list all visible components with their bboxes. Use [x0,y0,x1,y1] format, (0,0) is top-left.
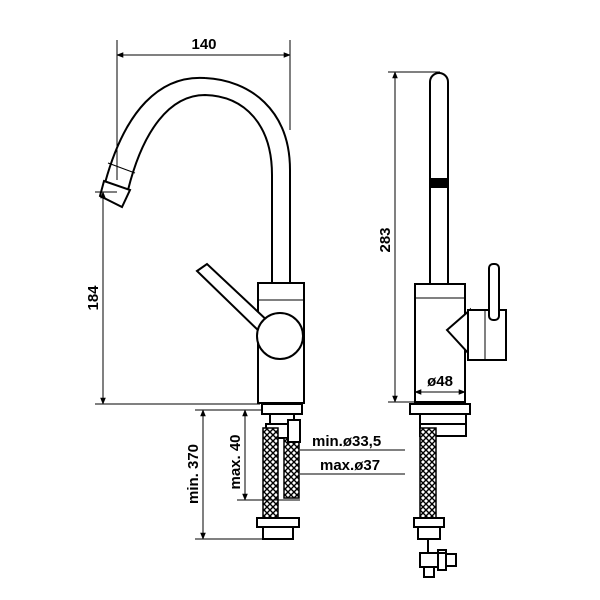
braided-hose-icon [283,437,300,499]
dimension-total-height-label: 283 [377,227,394,252]
hose-connector-nut-front [417,526,441,540]
braided-hose-icon [419,427,437,521]
base-washer [261,403,303,415]
nozzle-line [107,162,136,174]
dimension-min-hole-label: min.ø33,5 [312,433,381,450]
dimension-width-label: 140 [191,36,216,53]
dimension-min-hose-label: min. 370 [185,444,202,504]
lever-cartridge [256,312,304,360]
spout-outer-curve [104,76,291,285]
base-washer-front [409,403,471,415]
dimension-max-hole-label: max.ø37 [320,457,380,474]
aerator [430,178,448,188]
angle-valve-icon [419,539,457,578]
side-view-left: 140 184 min. 370 max. 40 [85,36,405,540]
dimension-max-thickness-label: max. 40 [227,434,244,489]
hose-connector-top [256,517,300,528]
dimension-height-spout-label: 184 [85,285,102,311]
lever-cartridge-front [467,309,507,361]
lever-handle-front [488,263,500,321]
hose-connector-front [413,517,445,528]
braided-hose-icon [262,427,279,521]
mixer-body-front [414,283,466,403]
hose-connector-bottom [262,526,294,540]
front-view-right: 283 ø48 [377,71,507,578]
threaded-rod [287,419,301,443]
dimension-base-diameter-label: ø48 [427,373,453,390]
base-nut-front [419,413,467,425]
spout-inner-curve [127,93,273,285]
spout-nozzle [98,179,132,209]
